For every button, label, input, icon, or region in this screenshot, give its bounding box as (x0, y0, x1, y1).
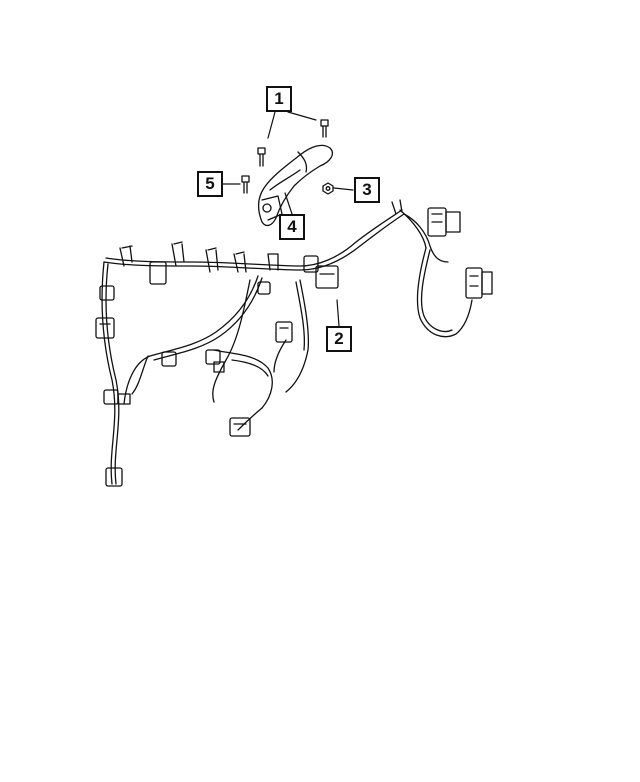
callout-1: 1 (266, 86, 292, 112)
connector (119, 199, 403, 273)
callout-4: 4 (279, 214, 305, 240)
callout-5: 5 (197, 171, 223, 197)
wiring-harness-part (101, 209, 473, 485)
connector (161, 351, 177, 367)
connector (95, 317, 115, 339)
connector (315, 265, 339, 289)
callout-3: 3 (354, 177, 380, 203)
connector (99, 285, 115, 301)
bracket-part (257, 144, 334, 227)
connector (427, 207, 461, 237)
connector (149, 261, 167, 285)
connector (257, 281, 271, 295)
callout-2: 2 (326, 326, 352, 352)
bolt-part (257, 147, 266, 167)
connector (303, 255, 319, 273)
connector (275, 321, 293, 343)
leader-lines (222, 111, 354, 327)
bolt-part (320, 119, 329, 138)
bolt-part (241, 175, 250, 194)
connector (105, 467, 123, 487)
connector (465, 267, 493, 299)
connector (103, 389, 131, 405)
nut-part (322, 182, 334, 195)
connector (229, 417, 251, 437)
connector (205, 349, 225, 373)
